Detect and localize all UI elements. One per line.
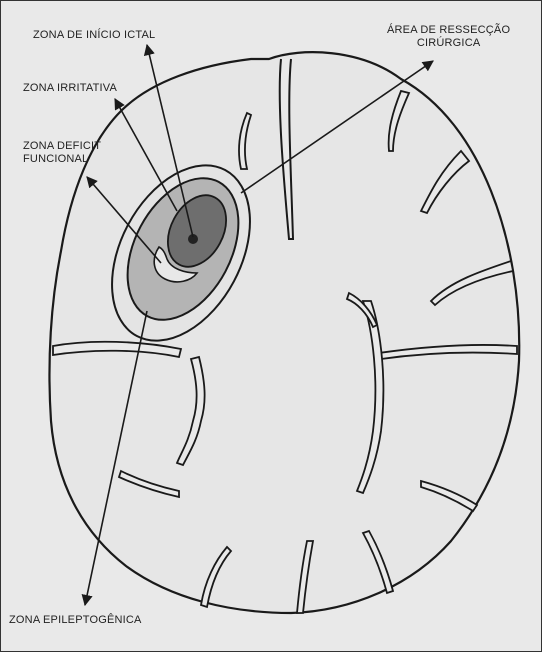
label-functional-deficit-line1: ZONA DEFICIT [23, 140, 101, 153]
label-resection-line2: CIRÚRGICA [387, 37, 510, 50]
label-ictal-onset-zone: ZONA DE INÍCIO ICTAL [33, 29, 155, 42]
label-resection-line1: ÁREA DE RESSECÇÃO [387, 24, 510, 37]
label-irritative-zone: ZONA IRRITATIVA [23, 82, 117, 95]
label-resection-area: ÁREA DE RESSECÇÃO CIRÚRGICA [387, 24, 510, 50]
label-functional-deficit-line2: FUNCIONAL [23, 153, 101, 166]
label-epileptogenic-zone: ZONA EPILEPTOGÊNICA [9, 614, 142, 627]
label-functional-deficit-zone: ZONA DEFICIT FUNCIONAL [23, 140, 101, 166]
